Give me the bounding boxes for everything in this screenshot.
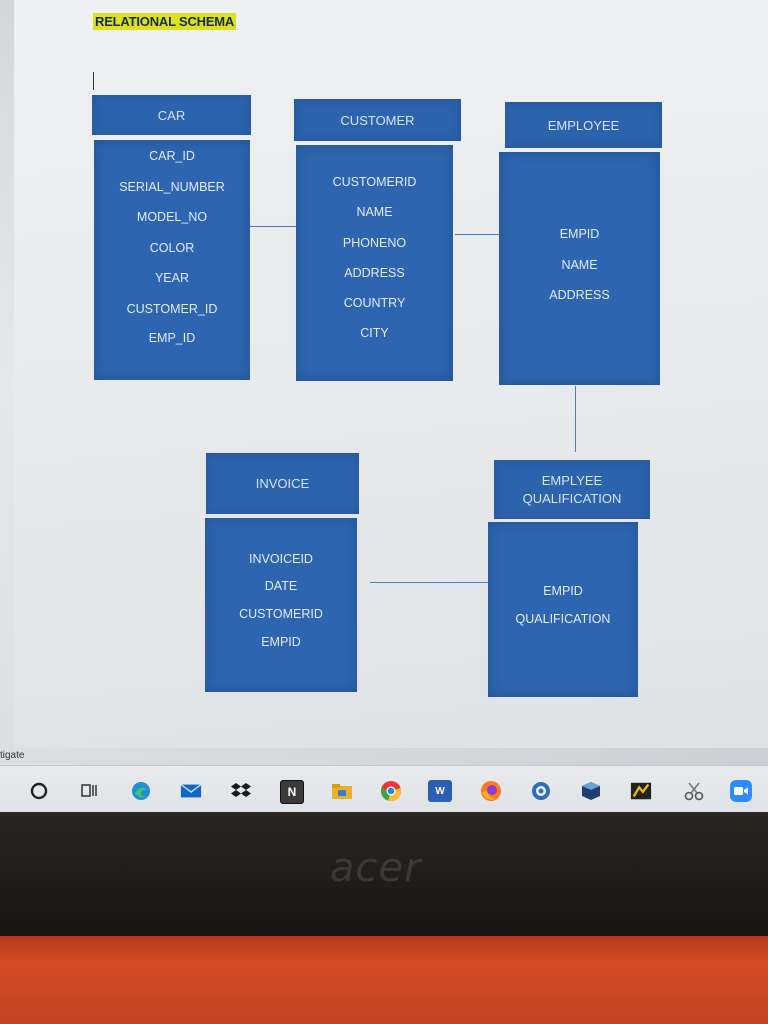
entity-customer-header: CUSTOMER: [294, 99, 461, 141]
laptop-bezel: [0, 812, 768, 936]
entity-car-header: CAR: [92, 95, 251, 135]
invoice-qualification-line: [370, 582, 490, 583]
document-title: RELATIONAL SCHEMA: [93, 13, 237, 30]
taskbar: N W: [0, 765, 768, 812]
entity-customer-body: CUSTOMERID NAME PHONENO ADDRESS COUNTRY …: [296, 145, 453, 381]
firefox-icon[interactable]: [480, 780, 502, 802]
attribute: CUSTOMERID: [239, 607, 323, 621]
attribute: EMPID: [261, 635, 301, 649]
settings-app-icon[interactable]: [530, 780, 552, 802]
car-customer-line: [250, 226, 296, 227]
entity-employee-header: EMPLOYEE: [505, 102, 662, 148]
task-view-icon[interactable]: [78, 780, 100, 802]
edge-icon[interactable]: [130, 780, 152, 802]
attribute: DATE: [264, 579, 298, 593]
attribute: CUSTOMERID: [332, 175, 417, 189]
attribute: YEAR: [154, 271, 190, 285]
laptop-brand-logo: acer: [330, 845, 422, 891]
attribute: QUALIFICATION: [515, 612, 611, 626]
app-icon[interactable]: [630, 780, 652, 802]
text-cursor: [93, 72, 94, 90]
chrome-icon[interactable]: [380, 780, 402, 802]
snipping-tool-icon[interactable]: [683, 780, 705, 802]
laptop-base: [0, 936, 768, 1024]
side-label: tigate: [0, 750, 25, 761]
entity-invoice-header: INVOICE: [206, 453, 359, 514]
word-letter: W: [435, 785, 445, 797]
attribute: EMPID: [559, 227, 600, 241]
virtualbox-icon[interactable]: [580, 780, 602, 802]
zoom-icon[interactable]: [730, 780, 752, 802]
attribute: NAME: [561, 258, 598, 272]
attribute: CITY: [360, 326, 389, 340]
attribute: ADDRESS: [344, 266, 405, 280]
file-explorer-icon[interactable]: [331, 780, 353, 802]
attribute: INVOICEID: [249, 552, 313, 566]
mail-icon[interactable]: [180, 780, 202, 802]
search-circle-icon[interactable]: [28, 780, 50, 802]
attribute: NAME: [356, 205, 393, 219]
entity-qualification-header-line1: EMPLYEE: [541, 473, 603, 488]
attribute: PHONENO: [342, 236, 407, 250]
attribute: CAR_ID: [149, 149, 195, 163]
entity-qualification-header-line2: QUALIFICATION: [522, 491, 622, 506]
entity-car-body: CAR_ID SERIAL_NUMBER MODEL_NO COLOR YEAR…: [94, 140, 250, 380]
notion-letter: N: [287, 785, 297, 799]
monitor-screen: RELATIONAL SCHEMA CAR CAR_ID SERIAL_NUMB…: [0, 0, 768, 812]
entity-employee-body: EMPID NAME ADDRESS: [499, 152, 660, 385]
attribute: COUNTRY: [343, 296, 406, 310]
attribute: SERIAL_NUMBER: [119, 180, 225, 194]
notion-icon[interactable]: N: [280, 780, 304, 804]
employee-qualification-line: [575, 386, 576, 452]
word-icon[interactable]: W: [428, 780, 452, 802]
attribute: ADDRESS: [549, 288, 610, 302]
attribute: EMP_ID: [148, 331, 196, 345]
entity-qualification-header: EMPLYEE QUALIFICATION: [494, 460, 650, 519]
attribute: CUSTOMER_ID: [126, 302, 218, 316]
dropbox-icon[interactable]: [230, 780, 252, 802]
entity-qualification-body: EMPID QUALIFICATION: [488, 522, 638, 697]
attribute: EMPID: [543, 584, 583, 598]
attribute: COLOR: [149, 241, 195, 255]
customer-employee-line: [455, 234, 499, 235]
attribute: MODEL_NO: [136, 210, 208, 224]
entity-invoice-body: INVOICEID DATE CUSTOMERID EMPID: [205, 518, 357, 692]
